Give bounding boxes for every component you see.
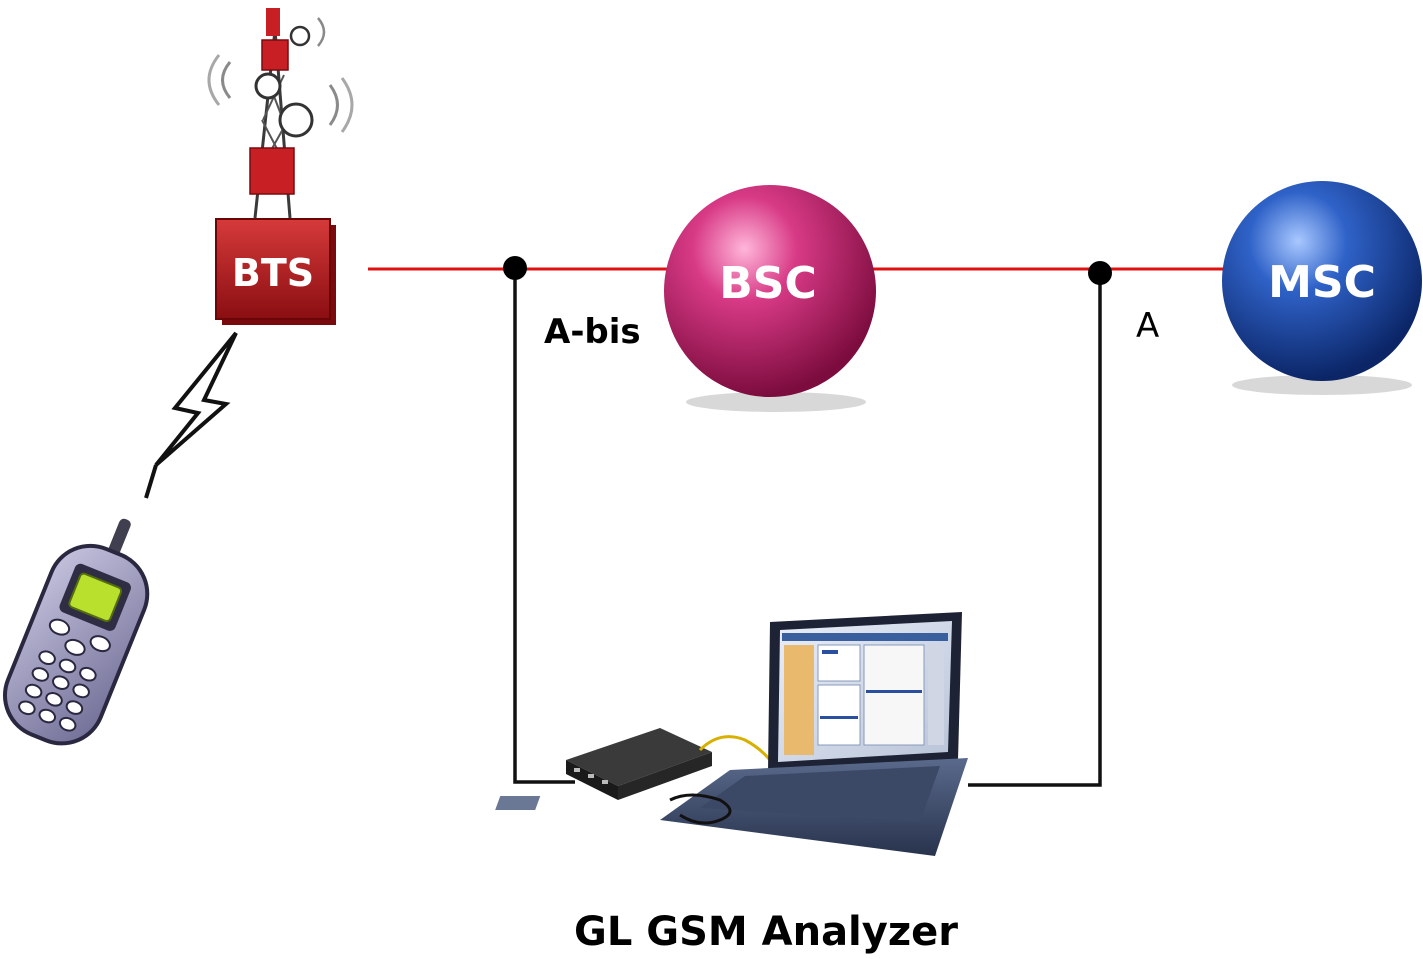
bts-node: BTS: [215, 218, 336, 325]
a-interface-label: A: [1136, 306, 1159, 346]
bts-label: BTS: [232, 251, 314, 295]
cell-tower-icon: [207, 8, 354, 219]
bsc-node: BSC: [664, 185, 876, 412]
a-tap-point: [1088, 261, 1112, 285]
abis-tap-point: [503, 256, 527, 280]
analyzer-caption: GL GSM Analyzer: [574, 909, 958, 955]
lightning-bolt-icon: [144, 331, 238, 499]
laptop-icon: [495, 612, 968, 856]
a-probe-wire: [968, 272, 1102, 787]
mobile-phone-icon: [2, 518, 150, 746]
msc-label: MSC: [1268, 257, 1376, 308]
abis-interface-label: A-bis: [544, 312, 641, 352]
bsc-label: BSC: [719, 258, 817, 309]
probe-hardware-icon: [566, 728, 772, 800]
msc-node: MSC: [1222, 181, 1422, 395]
abis-probe-wire: [513, 268, 575, 784]
